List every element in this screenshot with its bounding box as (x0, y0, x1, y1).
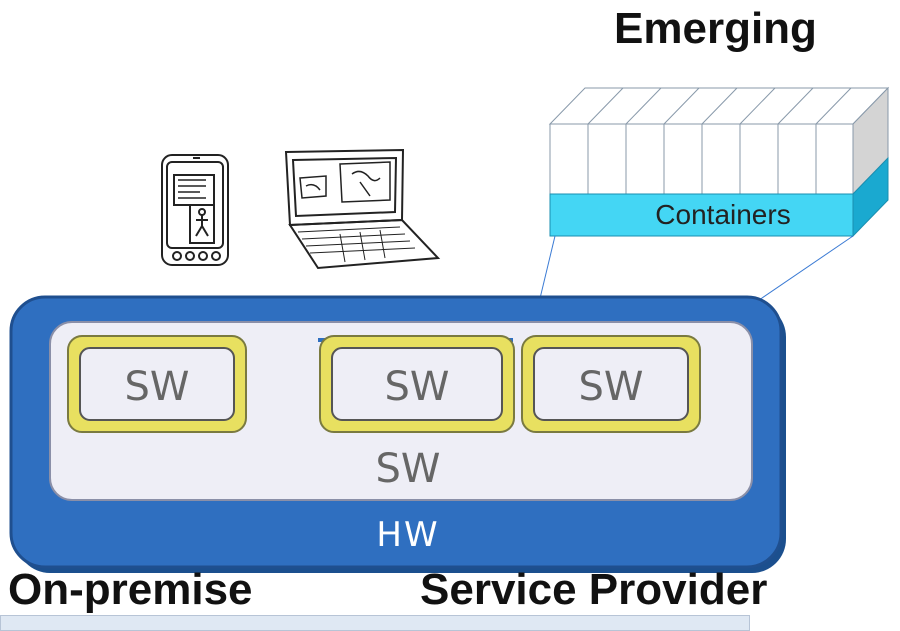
containers-stack: Containers (548, 86, 890, 238)
vm-3-label: SW (579, 364, 644, 410)
containers-base-side (852, 156, 889, 238)
vm-box-3: SW (521, 335, 701, 433)
title-service-provider: Service Provider (420, 565, 768, 614)
vm-box-2: SW (319, 335, 515, 433)
containers-top-dividers (587, 87, 852, 125)
laptop-sketch-icon (284, 148, 441, 270)
title-emerging: Emerging (614, 4, 817, 53)
container-slot-dividers (587, 124, 817, 194)
hw-label: HW (376, 515, 439, 555)
title-on-premise: On-premise (8, 565, 253, 614)
bottom-bar (0, 615, 750, 631)
vm-box-1: SW (67, 335, 247, 433)
containers-label: Containers (655, 199, 790, 230)
sw-host-label: SW (376, 446, 441, 492)
vm-1-label: SW (125, 364, 190, 410)
containers-base-front (549, 193, 854, 237)
vm-2-label: SW (385, 364, 450, 410)
mobile-phone-sketch-icon (161, 154, 229, 266)
